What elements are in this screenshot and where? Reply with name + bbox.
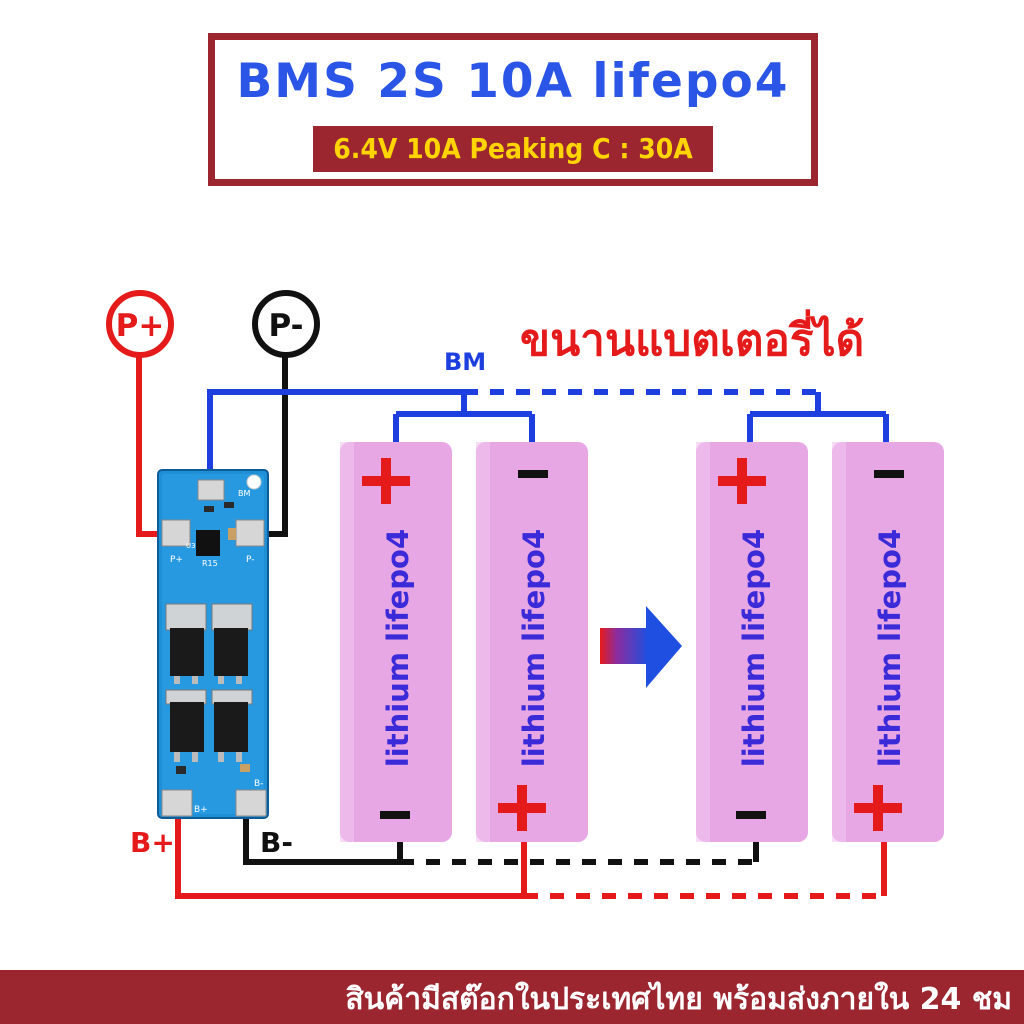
mosfet [211, 603, 253, 684]
terminal-p-plus: P+ [106, 290, 174, 358]
pad-p-plus [161, 519, 191, 547]
board-label-b-minus: B- [254, 779, 263, 789]
footer-text: สินค้ามีสต๊อกในประเทศไทย พร้อมส่งภายใน 2… [345, 982, 1012, 1017]
smd-component [224, 502, 234, 508]
pad-bm [197, 479, 225, 501]
smd-component [176, 766, 186, 774]
board-label-bm: BM [238, 489, 250, 498]
board-label-p-minus: P- [246, 555, 254, 565]
smd-component [204, 506, 214, 512]
parallel-note: ขนานแบตเตอรี่ได้ [520, 309, 864, 366]
minus-sign-icon [736, 811, 766, 819]
smd-component [228, 528, 236, 540]
terminal-p-minus: P- [252, 290, 320, 358]
arrow-right-icon [600, 606, 682, 688]
wire-b-plus [175, 805, 527, 899]
footer-banner: สินค้ามีสต๊อกในประเทศไทย พร้อมส่งภายใน 2… [0, 970, 1024, 1024]
pad-p-minus [235, 519, 265, 547]
b-plus-label: B+ [130, 826, 175, 859]
cell-2-text: lithium lifepo4 [517, 529, 551, 767]
title: BMS 2S 10A lifepo4 [236, 54, 790, 109]
plus-sign-icon [381, 458, 391, 504]
wire-bm-left-tap [393, 392, 535, 442]
plus-sign-icon [517, 785, 527, 831]
board-label-r15: R15 [202, 559, 218, 568]
minus-sign-icon [380, 811, 410, 819]
mosfet [165, 689, 207, 762]
bms-board: P+ P- R15 U3 BM B+ B- [157, 469, 269, 819]
cell-4-text: lithium lifepo4 [873, 529, 907, 767]
minus-sign-icon [874, 470, 904, 478]
minus-sign-icon [518, 470, 548, 478]
smd-component [240, 764, 250, 772]
board-label-p-plus: P+ [170, 555, 183, 565]
mosfet [165, 603, 207, 684]
board-label-u3: U3 [186, 542, 196, 550]
pad-b-minus [235, 789, 267, 817]
wire-bm [207, 389, 464, 482]
plus-sign-icon [873, 785, 883, 831]
bm-label: BM [444, 348, 486, 376]
terminal-p-minus-label: P- [268, 308, 303, 344]
b-minus-label: B- [260, 826, 293, 859]
battery-cell-2: lithium lifepo4 [476, 442, 588, 842]
mosfet [211, 689, 253, 762]
mount-hole [246, 474, 262, 490]
battery-cell-4: lithium lifepo4 [832, 442, 944, 842]
battery-cell-3: lithium lifepo4 [696, 442, 808, 842]
cell-3-text: lithium lifepo4 [737, 529, 771, 767]
wire-bm-right-tap [747, 392, 889, 442]
board-label-b-plus: B+ [194, 805, 208, 815]
title-box: BMS 2S 10A lifepo4 6.4V 10A Peaking C : … [208, 33, 818, 186]
subtitle-banner: 6.4V 10A Peaking C : 30A [313, 126, 713, 172]
pad-b-plus [161, 789, 193, 817]
battery-cell-1: lithium lifepo4 [340, 442, 452, 842]
plus-sign-icon [737, 458, 747, 504]
cell-1-text: lithium lifepo4 [381, 529, 415, 767]
terminal-p-plus-label: P+ [116, 308, 165, 344]
wire-b-minus [243, 805, 403, 865]
ic-chip [196, 530, 220, 556]
